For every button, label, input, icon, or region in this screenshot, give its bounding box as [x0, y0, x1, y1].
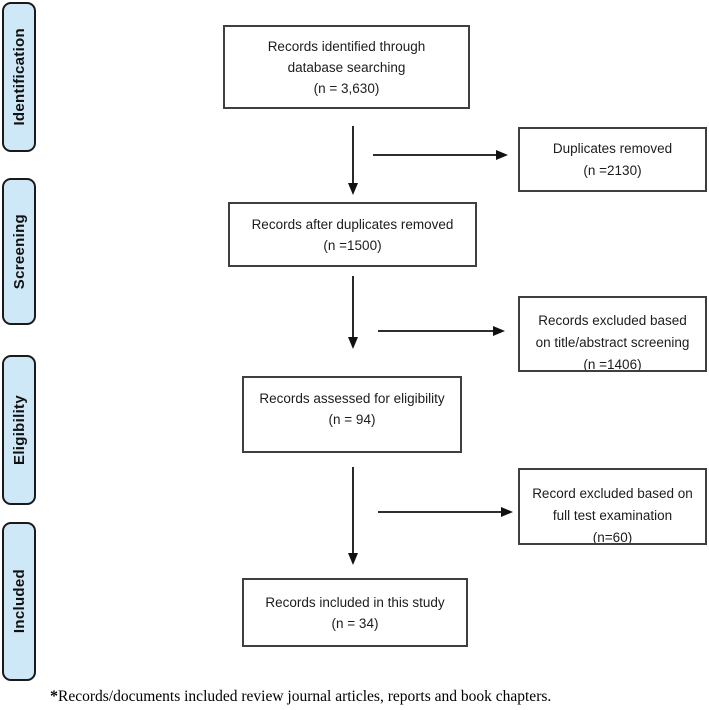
- node-included-in-study: Records included in this study (n = 34): [242, 578, 468, 647]
- node-included-in-study-line1: Records included in this study: [265, 594, 445, 610]
- stage-identification: Identification: [2, 2, 36, 152]
- arrow-after-duplicates-to-assessed: [348, 276, 358, 349]
- stage-eligibility-label: Eligibility: [10, 395, 28, 465]
- stage-identification-label: Identification: [10, 28, 28, 126]
- node-assessed-eligibility: Records assessed for eligibility (n = 94…: [242, 376, 462, 453]
- node-after-duplicates-line1: Records after duplicates removed: [251, 216, 454, 232]
- node-records-identified-count: (n = 3,630): [313, 80, 380, 96]
- node-excluded-title-abstract-line2: on title/abstract screening: [535, 335, 690, 350]
- node-after-duplicates-count: (n =1500): [323, 237, 382, 253]
- stage-eligibility: Eligibility: [2, 355, 36, 505]
- node-records-identified-line2: database searching: [287, 59, 406, 75]
- node-records-identified: Records identified through database sear…: [223, 25, 470, 109]
- node-excluded-full-text-count: (n=60): [592, 530, 633, 545]
- node-after-duplicates-removed: Records after duplicates removed (n =150…: [228, 202, 477, 267]
- arrow-to-excluded-title-abstract: [378, 326, 505, 336]
- node-duplicates-removed-line1: Duplicates removed: [552, 140, 673, 156]
- footnote: *Records/documents included review journ…: [50, 688, 551, 706]
- footnote-text: Records/documents included review journa…: [58, 688, 552, 705]
- node-duplicates-removed-count: (n =2130): [583, 162, 642, 178]
- arrow-identified-to-after-duplicates: [348, 126, 358, 195]
- node-excluded-title-abstract-count: (n =1406): [583, 357, 642, 372]
- arrow-to-excluded-full-text: [378, 507, 513, 517]
- node-assessed-eligibility-count: (n = 94): [328, 412, 376, 427]
- node-excluded-title-abstract-line1: Records excluded based: [538, 313, 687, 328]
- node-excluded-full-text-line2: full test examination: [552, 508, 673, 523]
- node-records-identified-line1: Records identified through: [267, 38, 426, 54]
- stage-included-label: Included: [10, 569, 28, 634]
- node-included-in-study-count: (n = 34): [331, 615, 379, 631]
- node-excluded-full-text: Record excluded based on full test exami…: [518, 468, 707, 545]
- node-duplicates-removed: Duplicates removed (n =2130): [518, 127, 707, 192]
- node-excluded-title-abstract: Records excluded based on title/abstract…: [518, 296, 707, 372]
- stage-screening: Screening: [2, 178, 36, 325]
- arrow-assessed-to-included: [348, 467, 358, 565]
- arrow-to-duplicates-removed: [373, 150, 508, 160]
- stage-included: Included: [2, 522, 36, 681]
- stage-screening-label: Screening: [10, 213, 28, 290]
- node-excluded-full-text-line1: Record excluded based on: [532, 486, 693, 501]
- node-assessed-eligibility-line1: Records assessed for eligibility: [259, 391, 445, 406]
- footnote-asterisk: *: [50, 688, 58, 705]
